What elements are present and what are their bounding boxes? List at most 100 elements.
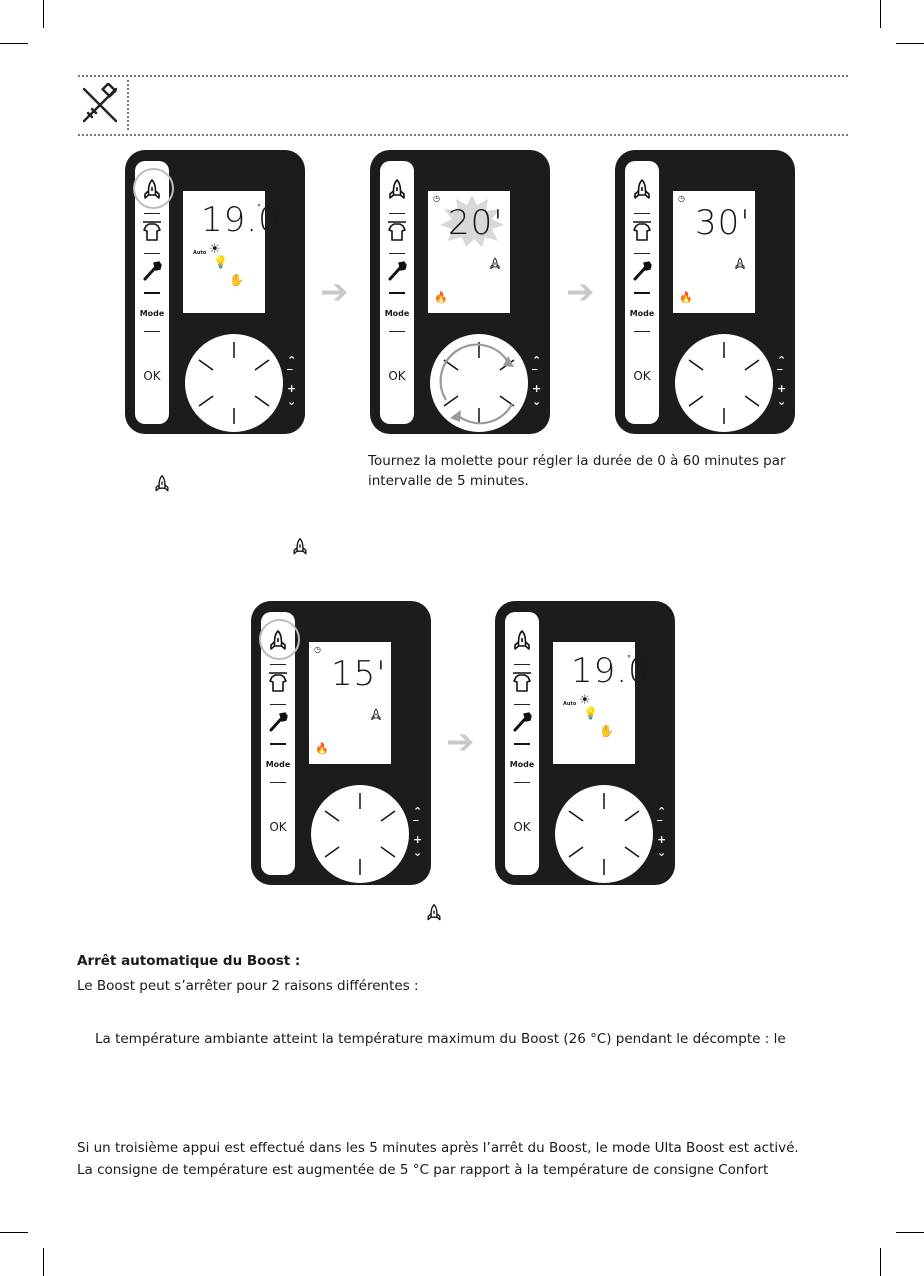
rocket-icon[interactable]	[385, 178, 409, 202]
thermostat-device-2: Mode OK ◷ 20' 🔥 ⌃‾ +⌄	[370, 150, 550, 434]
rotary-dial[interactable]	[430, 334, 528, 432]
sun-icon: ☀	[209, 242, 221, 257]
bulb-icon: 💡	[213, 255, 228, 269]
divider	[634, 331, 650, 332]
mode-button[interactable]: Mode	[384, 309, 410, 318]
divider	[514, 782, 530, 783]
crop-mark	[896, 1232, 924, 1233]
divider	[270, 743, 286, 745]
up-indicator: ⌃‾	[657, 805, 667, 831]
ok-button[interactable]: OK	[143, 369, 161, 383]
divider	[514, 704, 530, 705]
rocket-icon[interactable]	[510, 629, 534, 653]
mode-button[interactable]: Mode	[139, 309, 165, 318]
temperature-display: 19.0	[571, 651, 651, 691]
rotary-dial[interactable]	[675, 334, 773, 432]
mode-button[interactable]: Mode	[509, 760, 535, 769]
ultra-boost-line-1: Si un troisième appui est effectué dans …	[77, 1140, 799, 1156]
crop-mark	[0, 43, 28, 44]
divider	[514, 664, 530, 665]
thermostat-device-1: Mode OK 19.0 ° Auto ☀ 💡 ✋ ⌃‾ +⌄	[125, 150, 305, 434]
rotary-dial[interactable]	[185, 334, 283, 432]
duration-display: 30'	[695, 203, 751, 243]
up-indicator: ⌃‾	[532, 354, 542, 380]
degree-sign: °	[627, 654, 631, 663]
dial-ticks	[324, 793, 396, 875]
tools-icon	[82, 83, 118, 123]
down-indicator: +⌄	[287, 382, 297, 408]
divider	[144, 253, 160, 254]
instruction-line-2: intervalle de 5 minutes.	[368, 473, 529, 489]
clock-icon: ◷	[678, 194, 685, 203]
dial-ticks	[439, 342, 515, 425]
rocket-icon	[488, 257, 502, 271]
up-indicator: ⌃‾	[777, 354, 787, 380]
mode-button[interactable]: Mode	[265, 760, 291, 769]
ok-button[interactable]: OK	[633, 369, 651, 383]
thermostat-device-5: Mode OK 19.0 ° Auto ☀ 💡 ✋ ⌃‾ +⌄	[495, 601, 675, 885]
duration-display: 15'	[331, 654, 387, 694]
divider	[144, 213, 160, 214]
header-dotted-rule-top	[78, 75, 848, 77]
wrench-icon[interactable]	[630, 259, 654, 283]
divider	[634, 213, 650, 214]
blink-burst-icon	[440, 195, 504, 247]
ok-button[interactable]: OK	[513, 820, 531, 834]
degree-sign: °	[257, 203, 261, 212]
divider	[389, 331, 405, 332]
wrench-icon[interactable]	[266, 710, 290, 734]
shirt-icon[interactable]	[266, 670, 290, 694]
rocket-icon	[152, 473, 172, 495]
hand-icon: ✋	[599, 724, 614, 738]
sun-icon: ☀	[579, 693, 591, 708]
boost-button-highlight	[133, 168, 174, 209]
arrow-right-icon: ➔	[320, 272, 349, 312]
rotary-dial[interactable]	[555, 785, 653, 883]
lcd-screen: ◷ 30' 🔥	[673, 191, 755, 313]
button-strip: Mode OK	[505, 612, 539, 875]
lcd-screen: 19.0 ° Auto ☀ 💡 ✋	[553, 642, 650, 764]
divider	[634, 292, 650, 294]
header-dotted-rule-bottom	[78, 134, 848, 136]
button-strip: Mode OK	[380, 161, 414, 424]
auto-label: Auto	[193, 250, 207, 256]
divider	[270, 664, 286, 665]
down-indicator: +⌄	[532, 382, 542, 408]
reason-temperature: La température ambiante atteint la tempé…	[95, 1031, 786, 1047]
crop-mark	[43, 1248, 44, 1276]
rocket-icon	[369, 708, 383, 722]
wrench-icon[interactable]	[385, 259, 409, 283]
ok-button[interactable]: OK	[269, 820, 287, 834]
crop-mark	[896, 43, 924, 44]
shirt-icon[interactable]	[140, 219, 164, 243]
arrow-right-icon: ➔	[446, 722, 475, 762]
shirt-icon[interactable]	[630, 219, 654, 243]
clock-icon: ◷	[314, 645, 321, 654]
duration-display: 20'	[448, 203, 504, 243]
lcd-screen: 19.0 ° Auto ☀ 💡 ✋	[183, 191, 280, 313]
mode-button[interactable]: Mode	[629, 309, 655, 318]
temperature-display: 19.0	[201, 200, 281, 240]
down-indicator: +⌄	[657, 833, 667, 859]
divider	[389, 253, 405, 254]
crop-mark	[43, 0, 44, 28]
rocket-icon[interactable]	[630, 178, 654, 202]
rocket-icon	[424, 902, 444, 924]
divider	[389, 213, 405, 214]
wrench-icon[interactable]	[510, 710, 534, 734]
crop-mark	[880, 1248, 881, 1276]
shirt-icon[interactable]	[385, 219, 409, 243]
ok-button[interactable]: OK	[388, 369, 406, 383]
bulb-icon: 💡	[583, 706, 598, 720]
arrow-right-icon: ➔	[566, 272, 595, 312]
down-indicator: +⌄	[413, 833, 423, 859]
auto-label: Auto	[563, 701, 577, 707]
reasons-intro: Le Boost peut s’arrêter pour 2 raisons d…	[77, 978, 419, 994]
shirt-icon[interactable]	[510, 670, 534, 694]
thermostat-device-4: Mode OK ◷ 15' 🔥 ⌃‾ +⌄	[251, 601, 431, 885]
wrench-icon[interactable]	[140, 259, 164, 283]
lcd-screen: ◷ 15' 🔥	[309, 642, 391, 764]
header-separator	[127, 80, 129, 130]
rotary-dial[interactable]	[311, 785, 409, 883]
dial-ticks	[568, 793, 640, 875]
